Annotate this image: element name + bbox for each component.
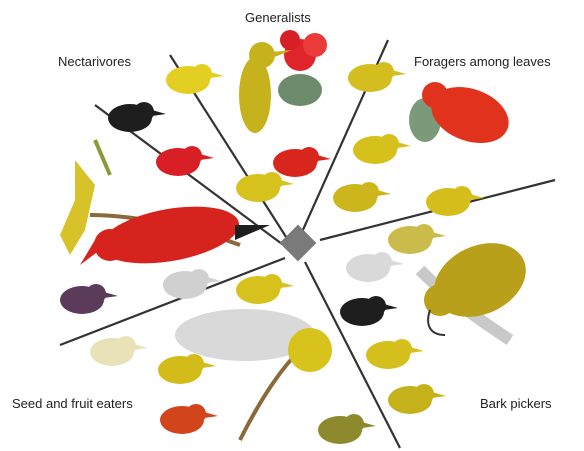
ohia-flower-icon	[278, 30, 327, 106]
honeycreeper-bird-icon	[236, 274, 294, 304]
honeycreeper-bird-icon	[80, 197, 270, 273]
honeycreeper-bird-icon	[340, 296, 398, 326]
honeycreeper-bird-icon	[158, 354, 216, 384]
honeycreeper-bird-icon	[273, 147, 331, 177]
honeycreeper-bird-icon	[318, 414, 376, 444]
honeycreeper-bird-icon	[90, 336, 148, 366]
honeycreeper-bird-icon	[236, 172, 294, 202]
honeycreeper-bird-icon	[108, 102, 166, 132]
label-seed-and-fruit-eaters: Seed and fruit eaters	[12, 396, 133, 411]
label-generalists: Generalists	[245, 10, 311, 25]
honeycreeper-bird-icon	[166, 64, 224, 94]
honeycreeper-bird-icon	[333, 182, 391, 212]
center-diamond	[280, 225, 317, 262]
honeycreeper-bird-icon	[348, 62, 406, 92]
honeycreeper-bird-icon	[163, 269, 221, 299]
honeycreeper-bird-icon	[60, 284, 118, 314]
honeycreeper-bird-icon	[388, 224, 446, 254]
honeycreeper-bird-icon	[346, 252, 404, 282]
label-bark-pickers: Bark pickers	[480, 396, 552, 411]
honeycreeper-bird-icon	[156, 146, 214, 176]
honeycreeper-bird-icon	[160, 404, 218, 434]
honeycreeper-bird-icon	[353, 134, 411, 164]
honeycreeper-bird-icon	[388, 384, 446, 414]
honeycreeper-bird-icon	[366, 339, 424, 369]
honeycreeper-bird-icon	[422, 77, 516, 153]
label-foragers-among-leaves: Foragers among leaves	[414, 54, 551, 69]
label-nectarivores: Nectarivores	[58, 54, 131, 69]
